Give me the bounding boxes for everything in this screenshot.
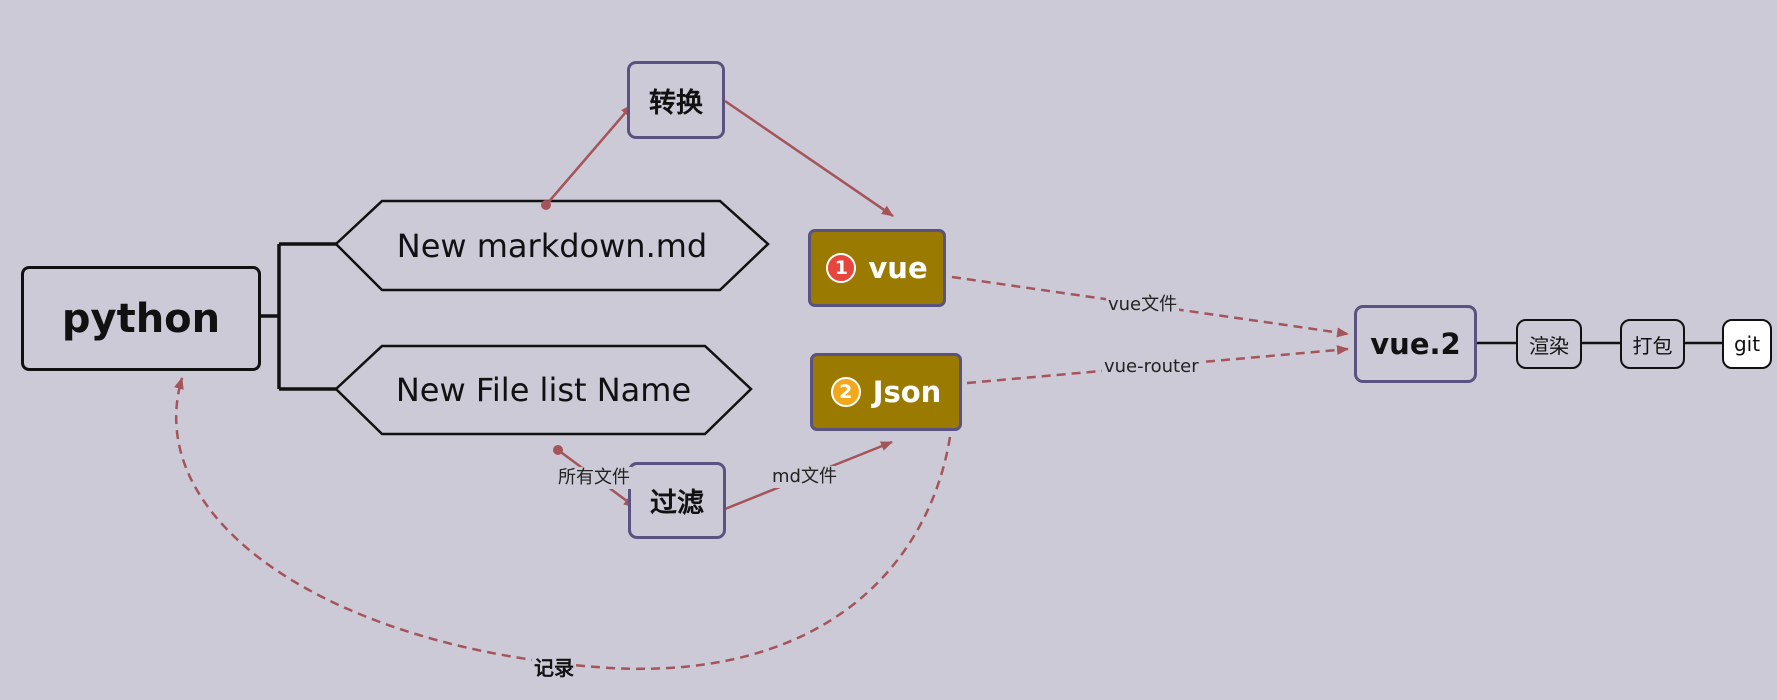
edge-label-record: 记录 — [532, 652, 576, 681]
edge-label-md-files: md文件 — [770, 466, 839, 488]
edge-json-to-vue2 — [966, 344, 1349, 385]
number-two-icon: 2 — [830, 377, 861, 407]
tree-connector — [261, 242, 336, 391]
python-node[interactable]: python — [21, 266, 261, 371]
edge-label-vue-file: vue文件 — [1106, 294, 1180, 316]
json-node[interactable]: 2 Json — [810, 353, 962, 431]
filter-node[interactable]: 过滤 — [628, 462, 726, 539]
json-label: Json — [872, 375, 942, 409]
edge-top-to-convert — [545, 104, 633, 206]
vue2-node[interactable]: vue.2 — [1354, 305, 1477, 383]
edge-label-vue-router: vue-router — [1102, 356, 1201, 378]
number-one-icon: 1 — [826, 253, 857, 283]
branch-bottom-shape[interactable] — [334, 344, 753, 436]
edge-dot — [541, 200, 551, 210]
render-node[interactable]: 渲染 — [1516, 319, 1582, 369]
branch-bottom-label: New File list Name — [395, 371, 692, 409]
edge-dot — [553, 445, 563, 455]
git-node[interactable]: git — [1722, 319, 1772, 369]
convert-node[interactable]: 转换 — [627, 61, 725, 139]
edge-convert-to-vue — [724, 99, 894, 218]
edge-label-all-files: 所有文件 — [556, 467, 632, 489]
branch-top-label: New markdown.md — [396, 226, 708, 265]
vue-node[interactable]: 1 vue — [808, 229, 946, 307]
pack-node[interactable]: 打包 — [1620, 319, 1685, 369]
branch-top-shape[interactable] — [334, 199, 770, 292]
vue-label: vue — [868, 251, 928, 285]
edge-json-to-python-record — [174, 377, 952, 671]
